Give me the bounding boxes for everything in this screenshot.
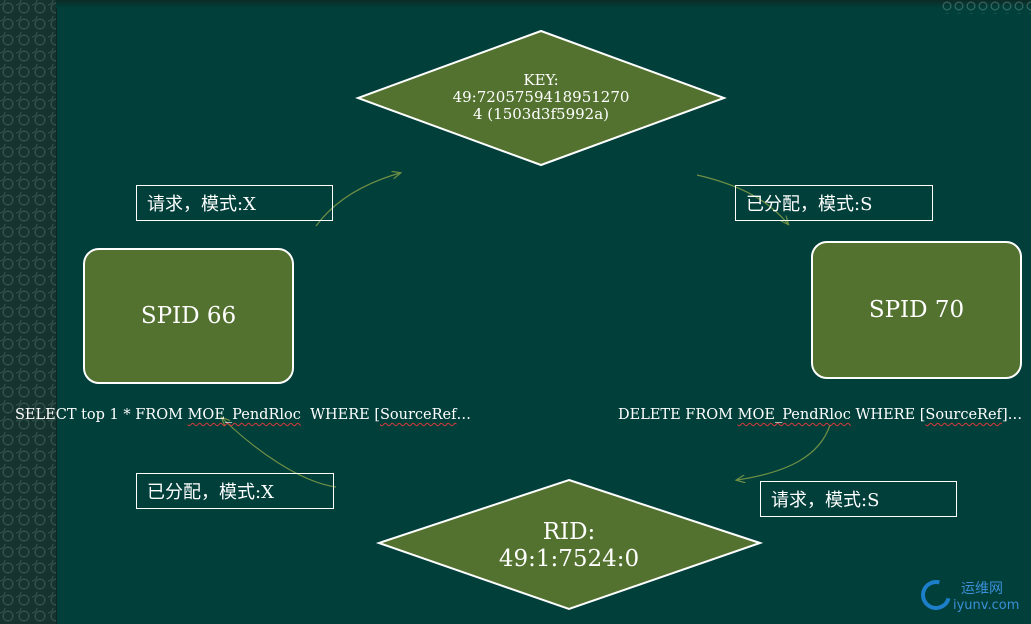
left-granted-text: 已分配，模式:X [147,482,274,503]
site-watermark: 运维网 iyunv.com [915,574,1025,620]
sql-right-tail: ]… [1001,407,1023,423]
sql-right-mid: WHERE [ [850,407,926,423]
right-granted-label: 已分配，模式:S [735,185,933,221]
sql-right-statement: DELETE FROM MOE_PendRloc WHERE [SourceRe… [618,407,1022,423]
key-line-2: 49:7205759418951270 [452,88,630,106]
decorative-sidebar [0,0,57,624]
edge-right-request-arrow [737,424,831,480]
edge-left-request-arrow [315,173,400,227]
left-request-label: 请求，模式:X [136,185,333,221]
rid-resource-diamond [375,478,764,611]
rid-resource-text: RID: 49:1:7524:0 [469,519,669,573]
sql-right-column: SourceRef [925,407,1002,423]
left-request-text: 请求，模式:X [147,194,256,215]
corner-pattern [941,0,1031,14]
watermark-swirl-icon [915,574,957,616]
right-request-label: 请求，模式:S [760,481,957,517]
key-line-3: 4 (1503d3f5992a) [472,105,609,123]
edge-right-granted-arrow [696,174,788,224]
key-line-1: KEY: [523,71,559,89]
rid-line-2: 49:1:7524:0 [498,546,640,572]
sql-left-mid: WHERE [ [300,407,380,423]
left-granted-label: 已分配，模式:X [136,473,334,509]
sql-left-column: SourceRef [379,407,457,423]
right-granted-text: 已分配，模式:S [746,194,873,215]
sql-left-ellipsis: … [456,407,472,423]
sql-right-pre: DELETE FROM [618,407,738,423]
sql-left-pre: SELECT top 1 * FROM [15,407,188,423]
spid-66-process: SPID 66 [83,248,294,384]
watermark-cn-text: 运维网 [961,581,1003,597]
spid-70-label: SPID 70 [868,297,965,323]
rid-line-1: RID: [542,519,596,545]
spid-66-label: SPID 66 [140,303,237,329]
key-resource-diamond [355,29,727,167]
spid-70-process: SPID 70 [811,241,1022,379]
sql-right-table: MOE_PendRloc [737,407,851,423]
edge-left-granted-arrow [222,418,337,488]
sql-left-statement: SELECT top 1 * FROM MOE_PendRloc WHERE [… [15,407,471,423]
key-resource-text: KEY: 49:7205759418951270 4 (1503d3f5992a… [421,72,661,123]
top-strip [56,0,1031,8]
sql-left-table: MOE_PendRloc [187,407,301,423]
right-request-text: 请求，模式:S [771,490,880,511]
watermark-en-text: iyunv.com [953,598,1020,613]
